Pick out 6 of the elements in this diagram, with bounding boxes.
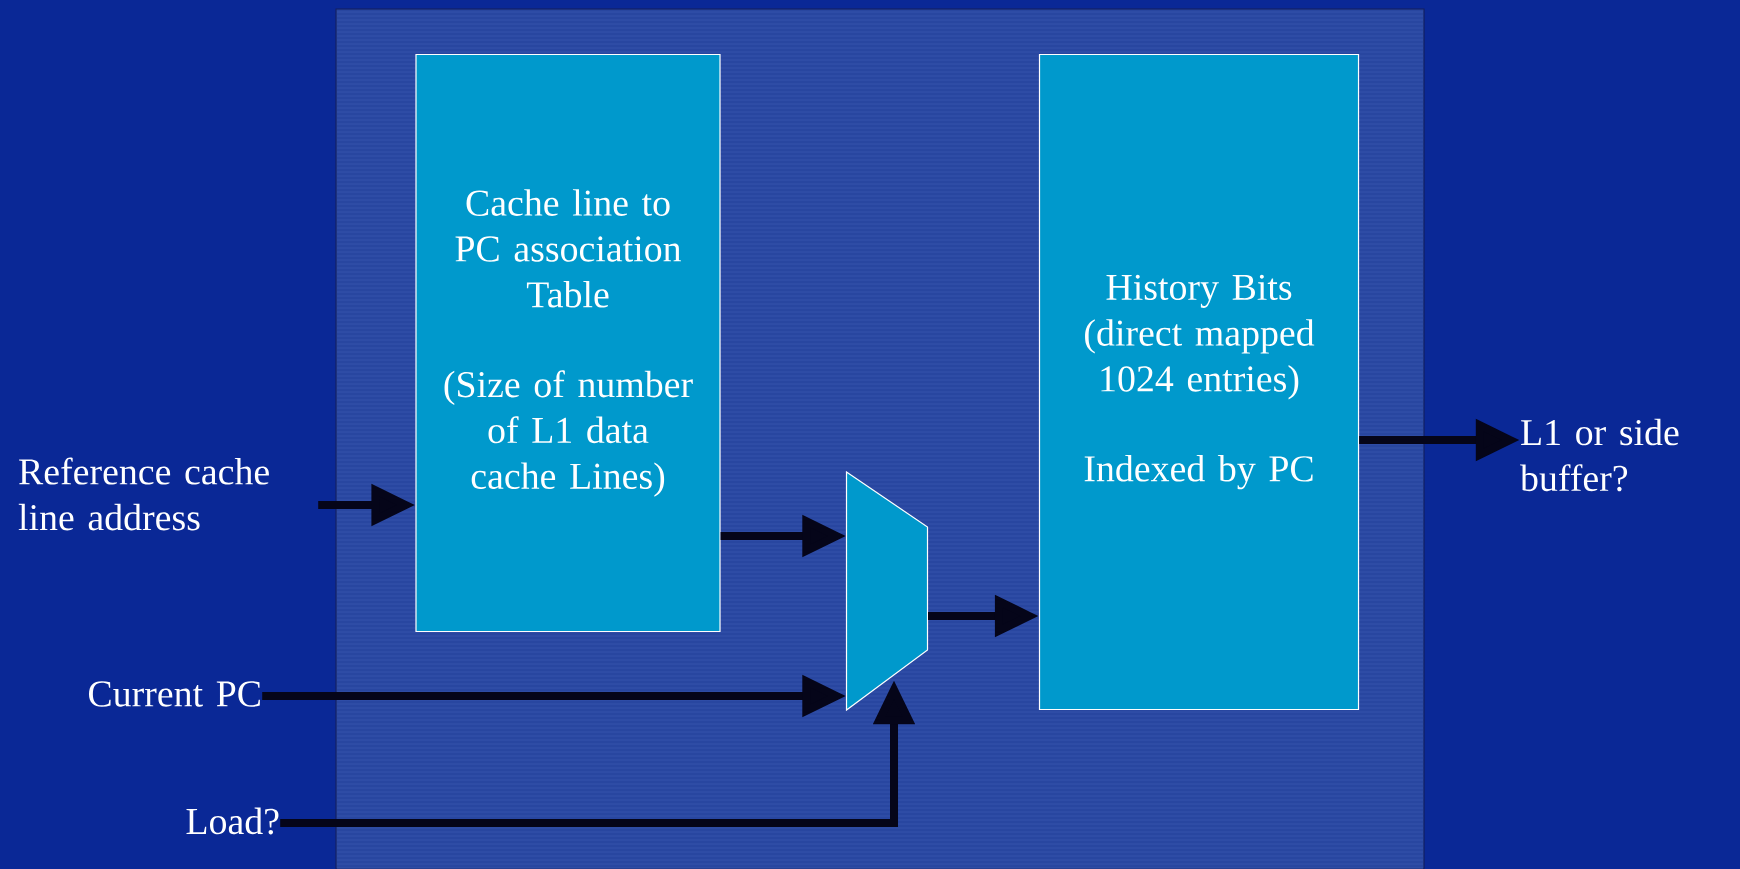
table-box: History Bits (direct mapped 1024 entries) Indexed by PC — [1038, 53, 1360, 711]
table-box: Cache line to PC association Table (Size of number of L1 data cache Lines) — [415, 53, 721, 633]
input-label: Reference cache line address — [18, 457, 269, 531]
input-label: L1 or side buffer? — [1520, 418, 1679, 492]
input-label: Current PC — [89, 681, 260, 707]
input-label: Load? — [186, 807, 279, 835]
